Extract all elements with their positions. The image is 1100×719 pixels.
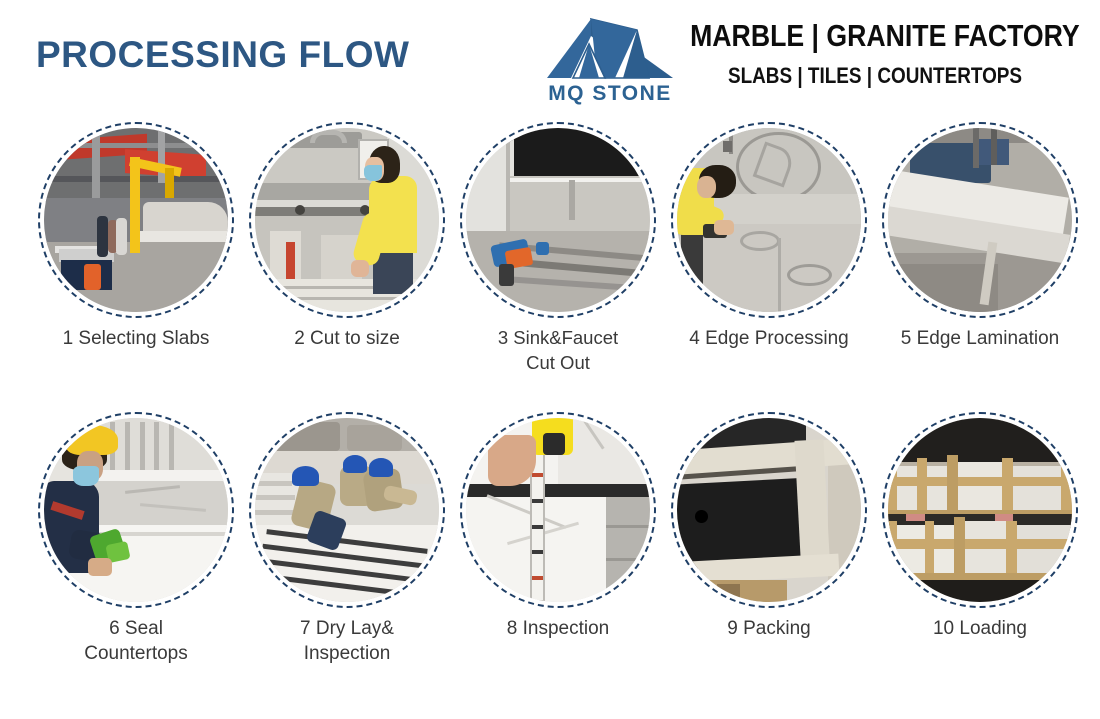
steps-row-1: 1 Selecting Slabs <box>0 118 1100 408</box>
dashed-circle-frame <box>249 122 445 318</box>
step-4-label: 4 Edge Processing <box>689 328 849 349</box>
step-3-label: 3 Sink&Faucet Cut Out <box>497 327 619 373</box>
step-6-circle <box>38 412 234 608</box>
step-6-label: 6 Seal Countertops <box>84 618 188 665</box>
step-9-circle <box>671 412 867 608</box>
company-header-text: MARBLE | GRANITE FACTORY SLABS | TILES |… <box>660 18 1090 89</box>
step-7-label: 7 Dry Lay& Inspection <box>300 618 394 665</box>
step-10-label: 10 Loading <box>932 618 1028 639</box>
sink-faucet-cut-out-photo <box>466 128 650 312</box>
step-item-3: 3 Sink&Faucet Cut Out <box>452 118 664 408</box>
step-item-10: 10 Loading <box>874 408 1086 698</box>
dashed-circle-frame <box>460 412 656 608</box>
step-2-label: 2 Cut to size <box>294 328 400 349</box>
cut-to-size-photo <box>255 128 439 312</box>
step-8-label: 8 Inspection <box>506 618 610 639</box>
dry-lay-inspection-photo <box>255 418 439 602</box>
inspection-photo <box>466 418 650 602</box>
step-1-circle <box>38 122 234 318</box>
dashed-circle-frame <box>460 122 656 318</box>
dashed-circle-frame <box>249 412 445 608</box>
edge-processing-photo <box>677 128 861 312</box>
step-item-4: 4 Edge Processing <box>663 118 875 408</box>
steps-row-2: 6 Seal Countertops <box>0 408 1100 698</box>
step-1-label: 1 Selecting Slabs <box>62 328 210 349</box>
header: PROCESSING FLOW MQ STONE MARBLE | GRANIT… <box>0 0 1100 118</box>
dashed-circle-frame <box>671 412 867 608</box>
mountain-logo-icon <box>547 17 673 79</box>
step-10-circle <box>882 412 1078 608</box>
selecting-slabs-photo <box>44 128 228 312</box>
step-9-label: 9 Packing <box>727 618 811 639</box>
packing-photo <box>677 418 861 602</box>
company-logo: MQ STONE <box>540 16 680 112</box>
step-7-circle <box>249 412 445 608</box>
company-name-secondary: SLABS | TILES | COUNTERTOPS <box>727 63 1023 88</box>
step-4-circle <box>671 122 867 318</box>
step-item-2: 2 Cut to size <box>241 118 453 408</box>
loading-photo <box>888 418 1072 602</box>
dashed-circle-frame <box>882 412 1078 608</box>
step-item-8: 8 Inspection <box>452 408 664 698</box>
seal-countertops-photo <box>44 418 228 602</box>
page-title: PROCESSING FLOW <box>36 34 410 75</box>
dashed-circle-frame <box>38 122 234 318</box>
dashed-circle-frame <box>671 122 867 318</box>
step-5-label: 5 Edge Lamination <box>900 328 1060 349</box>
step-8-circle <box>460 412 656 608</box>
step-item-9: 9 Packing <box>663 408 875 698</box>
dashed-circle-frame <box>882 122 1078 318</box>
dashed-circle-frame <box>38 412 234 608</box>
step-5-circle <box>882 122 1078 318</box>
step-item-7: 7 Dry Lay& Inspection <box>241 408 453 698</box>
logo-wordmark: MQ STONE <box>548 82 672 105</box>
step-item-6: 6 Seal Countertops <box>30 408 242 698</box>
step-3-circle <box>460 122 656 318</box>
edge-lamination-photo <box>888 128 1072 312</box>
step-2-circle <box>249 122 445 318</box>
company-name-primary: MARBLE | GRANITE FACTORY <box>690 18 1080 53</box>
step-item-5: 5 Edge Lamination <box>874 118 1086 408</box>
step-item-1: 1 Selecting Slabs <box>30 118 242 408</box>
